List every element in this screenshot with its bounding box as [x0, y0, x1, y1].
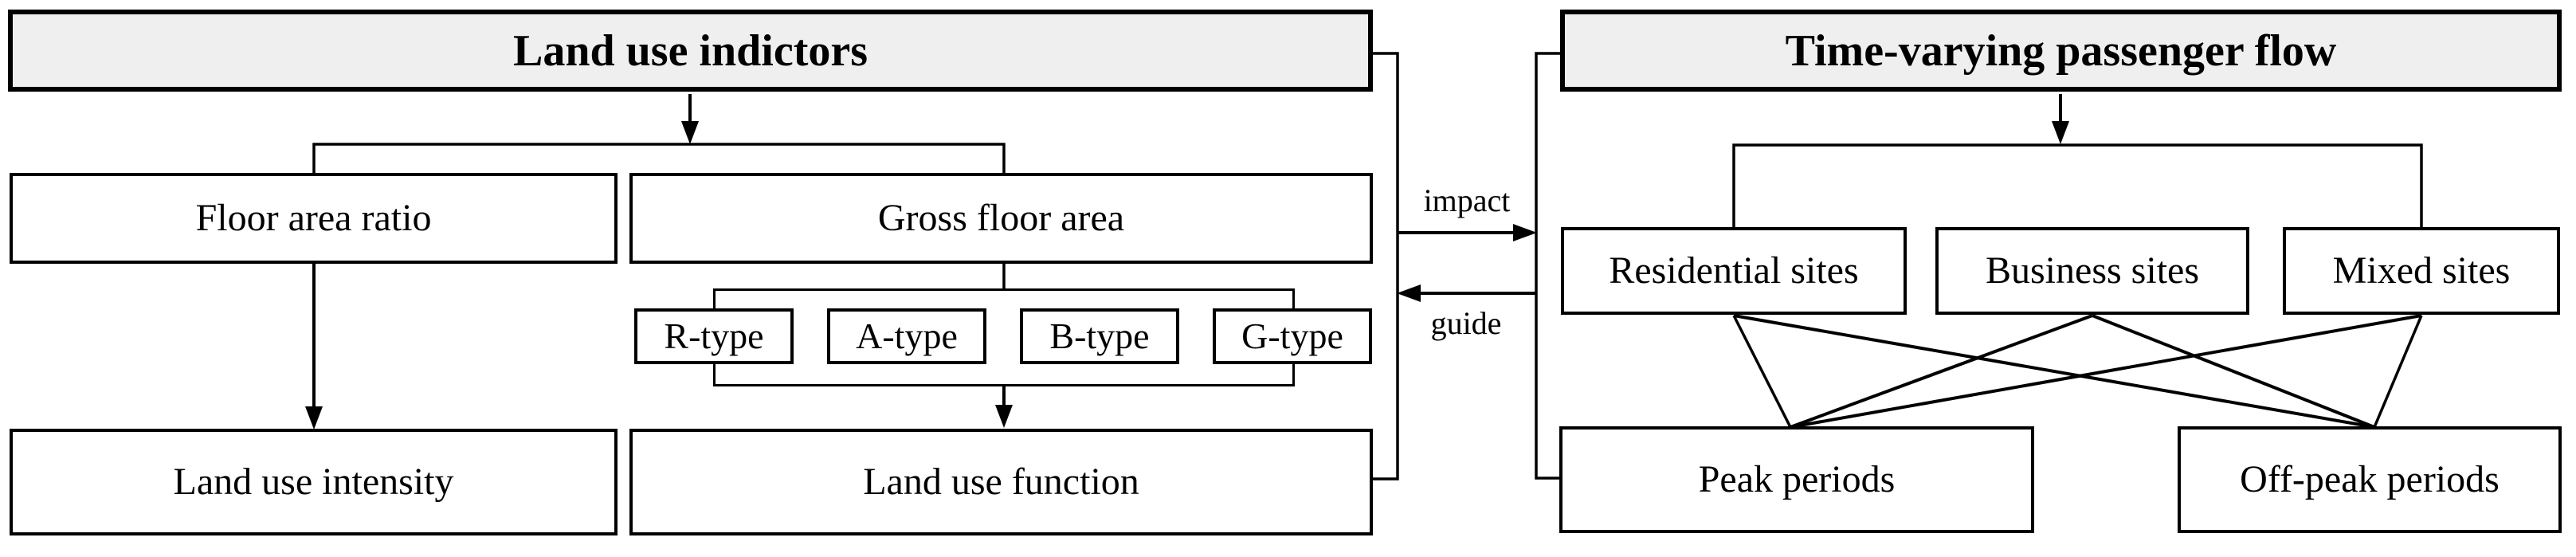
floor-area-ratio-box: Floor area ratio: [10, 173, 618, 264]
sites-to-periods-lines: [1732, 314, 2423, 429]
land-use-indicators-header: Land use indictors: [8, 10, 1373, 92]
off-peak-periods-box: Off-peak periods: [2178, 426, 2562, 533]
time-varying-passenger-flow-header: Time-varying passenger flow: [1560, 10, 2562, 92]
mixed-sites-box: Mixed sites: [2283, 227, 2560, 315]
impact-arrow: [1398, 224, 1537, 241]
gross-floor-area-box: Gross floor area: [629, 173, 1373, 264]
guide-arrow: [1397, 284, 1536, 302]
left-header-down-arrow: [681, 94, 699, 144]
left-bus-line: [1373, 52, 1399, 481]
right-header-down-arrow: [2052, 94, 2069, 144]
left-branch-connector: [312, 143, 1006, 173]
g-type-box: G-type: [1213, 308, 1372, 364]
impact-label: impact: [1423, 182, 1511, 218]
r-type-box: R-type: [634, 308, 794, 364]
peak-periods-box: Peak periods: [1559, 426, 2034, 533]
a-type-box: A-type: [827, 308, 986, 364]
building-types-group-box: [713, 288, 1295, 386]
land-use-function-box: Land use function: [629, 429, 1373, 535]
business-sites-box: Business sites: [1935, 227, 2249, 315]
b-type-box: B-type: [1020, 308, 1179, 364]
land-use-intensity-box: Land use intensity: [10, 429, 618, 535]
types-down-arrow: [995, 386, 1013, 428]
guide-label: guide: [1430, 305, 1502, 341]
right-bus-line: [1535, 52, 1560, 480]
right-branch-connector: [1732, 143, 2423, 227]
residential-sites-box: Residential sites: [1561, 227, 1907, 315]
floor-area-ratio-down-arrow: [305, 264, 323, 430]
